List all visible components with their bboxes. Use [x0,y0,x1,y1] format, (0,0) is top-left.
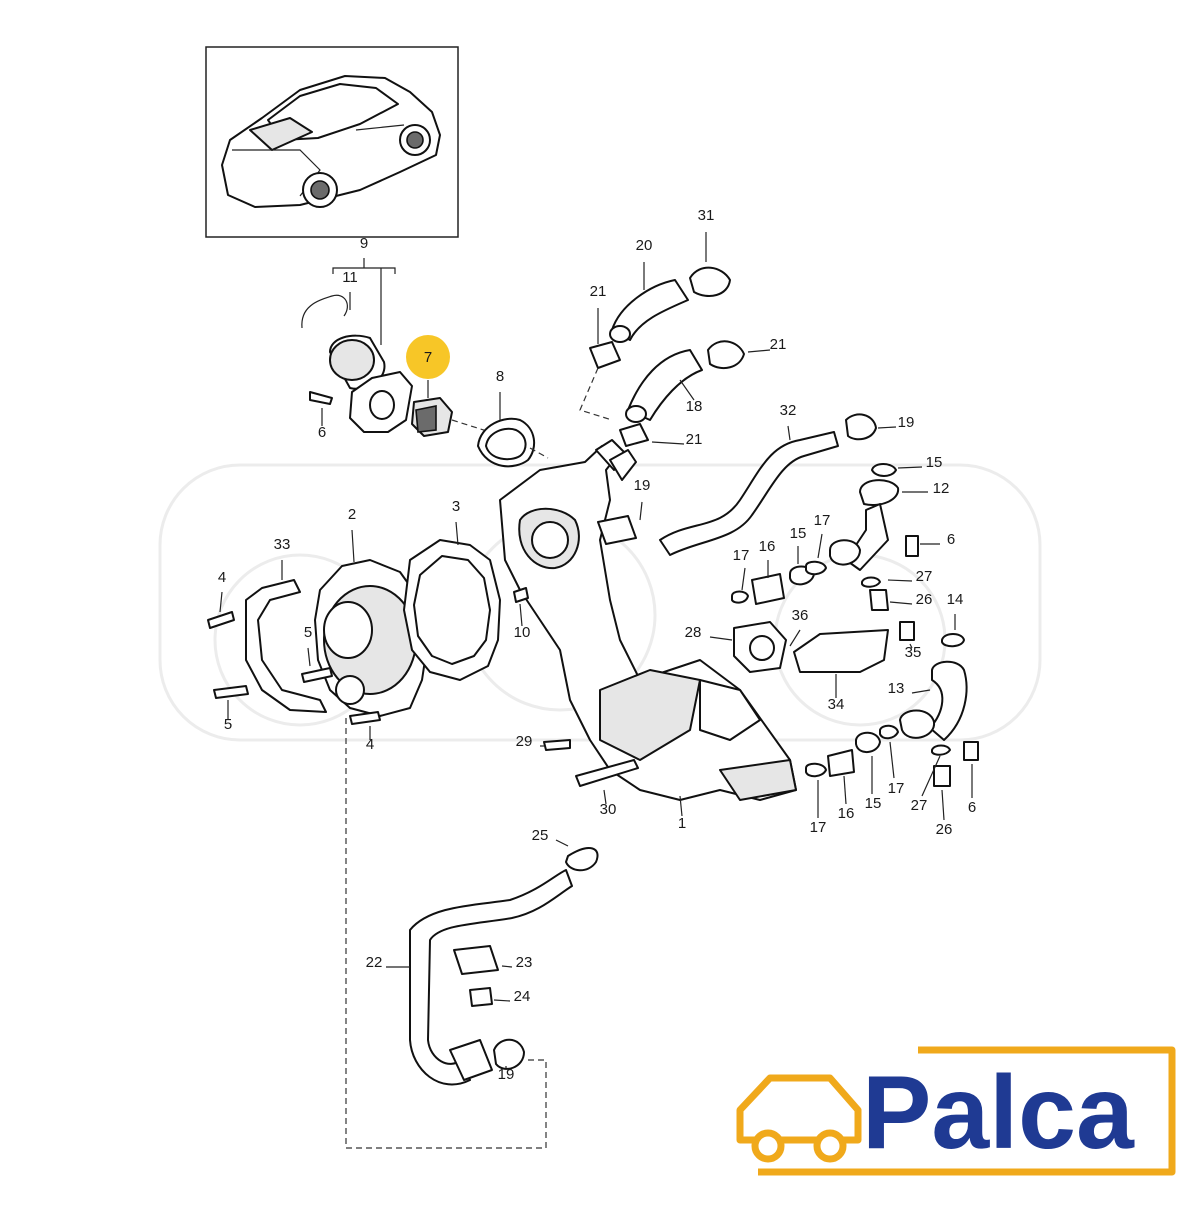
callout-label: 10 [514,624,531,641]
callout-label: 17 [888,780,905,797]
callout-label: 30 [600,801,617,818]
plate-parts [709,621,889,698]
callout-label: 25 [532,827,549,844]
callout-label: 19 [898,414,915,431]
logo-wheel-icon [751,1129,785,1163]
callout-label: 29 [516,733,533,750]
callout-label: 5 [304,624,312,641]
callout-label: 27 [916,568,933,585]
callout-label: 18 [686,398,703,415]
callout-label: 19 [634,477,651,494]
callout-label: 4 [218,569,226,586]
callout-label: 27 [911,797,928,814]
lower-fittings [805,660,979,821]
callout-label: 6 [968,799,976,816]
lower-hose-part-22 [345,718,599,1149]
callout-label: 7 [424,349,432,366]
hose-18 [625,349,703,423]
callout-label: 34 [828,696,845,713]
callout-label: 33 [274,536,291,553]
callout-labels: 9117682031212118213219151219617161517272… [218,207,976,1083]
thermostat-housing [301,294,413,433]
callout-label: 5 [224,716,232,733]
logo-car-outline [736,1046,1176,1176]
callout-label: 26 [916,591,933,608]
callout-label: 15 [865,795,882,812]
logo-wheel-icon [813,1129,847,1163]
callout-label: 12 [933,480,950,497]
bracket-part-33 [245,560,327,713]
palca-logo: Palca [736,1046,1176,1176]
highlight-marker [406,335,450,379]
callout-label: 17 [814,512,831,529]
logo-wordmark: Palca [862,1055,1135,1171]
callout-label: 35 [905,644,922,661]
callout-label: 15 [790,525,807,542]
callout-label: 20 [636,237,653,254]
vehicle-inset [205,46,459,238]
callout-label: 16 [838,805,855,822]
callout-label: 3 [452,498,460,515]
thermostat-part-7 [411,380,491,437]
callout-label: 1 [678,815,686,832]
car-illustration [221,75,441,208]
gasket-part-8 [477,392,549,468]
callout-label: 8 [496,368,504,385]
callout-label: 13 [888,680,905,697]
callout-label: 21 [590,283,607,300]
callout-label: 31 [698,207,715,224]
hose-clamps [579,232,771,447]
callout-label: 19 [498,1066,515,1083]
water-pump-part-2 [314,529,429,717]
callout-label: 15 [926,454,943,471]
callout-label: 21 [770,336,787,353]
right-fittings [731,463,965,649]
hose-32 [659,413,897,556]
callout-label: 14 [947,591,964,608]
callout-label: 6 [947,531,955,548]
gasket-part-3 [403,521,529,681]
callout-label: 32 [780,402,797,419]
callout-label: 16 [759,538,776,555]
coolant-manifold-part-1 [499,439,797,817]
callout-label: 6 [318,424,326,441]
callout-label: 23 [516,954,533,971]
callout-label: 22 [366,954,383,971]
hose-20 [609,262,689,343]
callout-label: 17 [810,819,827,836]
callout-label: 4 [366,736,374,753]
callout-label: 36 [792,607,809,624]
callout-label: 21 [686,431,703,448]
group-bracket [332,258,396,345]
callout-label: 28 [685,624,702,641]
callout-label: 2 [348,506,356,523]
callout-label: 17 [733,547,750,564]
callout-label: 24 [514,988,531,1005]
callout-label: 11 [342,269,358,286]
callout-label: 9 [360,235,368,252]
bolts [207,591,639,805]
callout-label: 26 [936,821,953,838]
